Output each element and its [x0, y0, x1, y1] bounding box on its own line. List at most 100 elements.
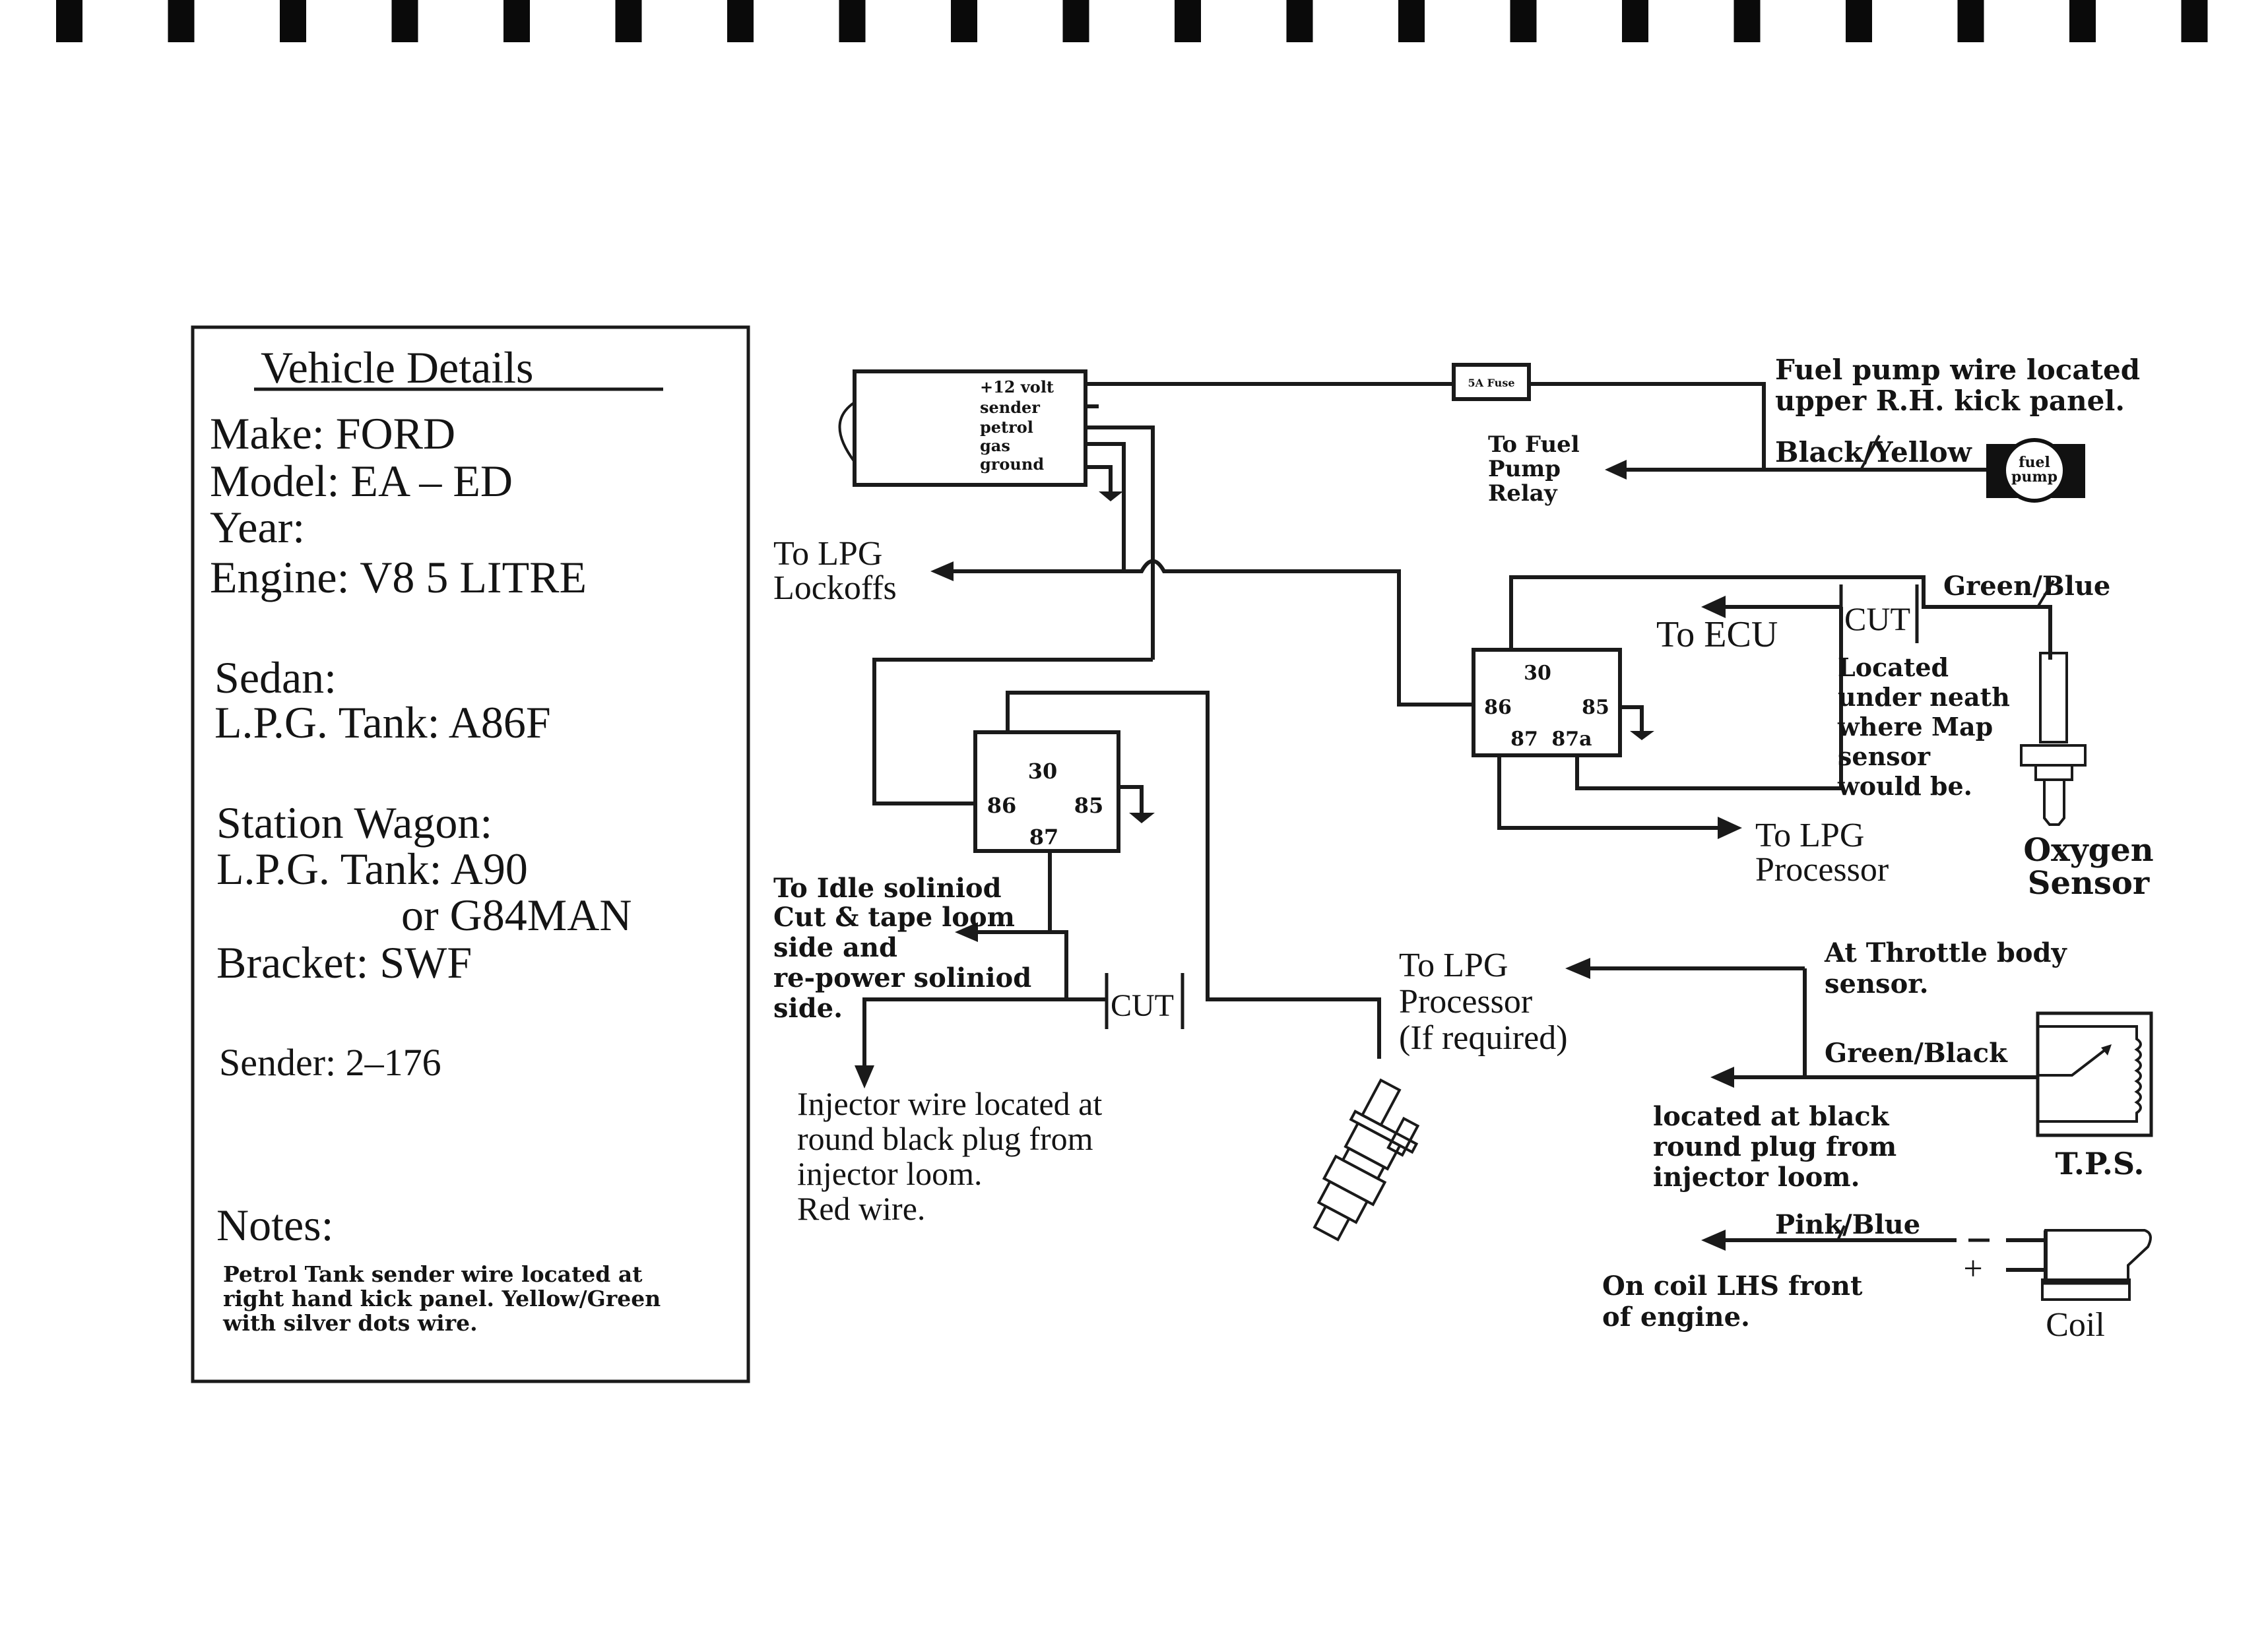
binder-hole — [168, 0, 195, 42]
binder-hole — [1286, 0, 1313, 42]
binder-hole — [280, 0, 306, 42]
to-lpg-processor: To LPG — [1755, 817, 1864, 854]
map-location-note: sensor — [1838, 741, 1931, 771]
tps-plug-note: located at black — [1653, 1101, 1890, 1132]
notes-heading: Notes: — [216, 1200, 334, 1250]
relay-pin-87: 87 — [1510, 728, 1538, 751]
tps-to-lpg-processor: (If required) — [1399, 1019, 1568, 1057]
leader-line — [1860, 435, 1881, 470]
year-field: Year: — [210, 502, 305, 552]
binder-hole — [56, 0, 82, 42]
fuel-pump-icon-label: fuel — [2019, 454, 2050, 471]
ground-icon — [1630, 731, 1654, 740]
map-location-note: would be. — [1837, 771, 1972, 801]
sender-pin-label: ground — [980, 455, 1044, 474]
sender-field: Sender: 2–176 — [219, 1041, 441, 1084]
relay-pin-30: 30 — [1028, 759, 1058, 784]
idle-solenoid-note: side and — [773, 932, 897, 963]
binder-hole — [1398, 0, 1425, 42]
binder-hole — [2069, 0, 2096, 42]
throttle-body-note: sensor. — [1825, 968, 1929, 999]
oxygen-sensor-label: Sensor — [2028, 865, 2150, 902]
sender-unit: +12 volt sender petrol gas ground — [838, 369, 1123, 501]
wire-petrol — [1085, 425, 1155, 660]
idle-relay-box — [973, 730, 1120, 853]
oxygen-sensor-label: Oxygen — [2023, 832, 2153, 869]
fuse-label: 5A Fuse — [1468, 377, 1514, 389]
oxygen-sensor-icon — [2020, 652, 2087, 826]
throttle-body-note: At Throttle body — [1824, 937, 2067, 968]
tps-to-lpg-processor: Processor — [1399, 983, 1532, 1021]
binder-holes — [56, 0, 2208, 42]
wire-87a-to-ecu — [1575, 607, 1843, 790]
wagon-tank-alt: or G84MAN — [401, 890, 632, 940]
binder-hole — [1622, 0, 1648, 42]
vehicle-details-border — [191, 325, 750, 1383]
fuel-pump-icon-label: pump — [2011, 468, 2057, 486]
wire-fuse-to-pump — [1529, 382, 1766, 470]
sender-plug-curve — [838, 401, 856, 463]
to-fuel-pump-relay: To Fuel — [1488, 431, 1580, 458]
wire-relay30-to-injector — [1006, 691, 1381, 1059]
notes-line: right hand kick panel. Yellow/Green — [223, 1286, 661, 1311]
wagon-heading: Station Wagon: — [216, 798, 492, 848]
ground-icon — [1129, 813, 1155, 823]
green-blue-wire-label: Green/Blue — [1943, 571, 2110, 602]
binder-hole — [1175, 0, 1201, 42]
sender-pin-label: sender — [980, 398, 1040, 417]
injector-icon — [1312, 1078, 1420, 1242]
to-fuel-pump-relay: Pump — [1488, 456, 1561, 482]
binder-hole — [1846, 0, 1872, 42]
leader-line — [2036, 579, 2055, 608]
wire-solenoid-loom — [1050, 930, 1105, 1001]
injector-note: Red wire. — [797, 1190, 925, 1227]
fuel-pump-note: Fuel pump wire located — [1775, 354, 2140, 386]
wagon-tank: L.P.G. Tank: A90 — [216, 844, 528, 894]
wire-87-to-processor — [1497, 755, 1722, 830]
binder-hole — [951, 0, 977, 42]
injector-note: injector loom. — [797, 1155, 983, 1192]
tps-plug-note: round plug from — [1653, 1131, 1896, 1162]
arrow-left-icon — [1565, 958, 1590, 979]
arrow-down-icon — [855, 1065, 874, 1088]
model-field: Model: EA – ED — [210, 456, 513, 506]
ecu-relay-ground-wire — [1620, 705, 1644, 731]
fuel-pump-note: upper R.H. kick panel. — [1775, 385, 2125, 417]
ground-icon — [1099, 491, 1123, 501]
tps-plug-note: injector loom. — [1653, 1162, 1860, 1193]
map-location-note: where Map — [1837, 712, 1993, 741]
ecu-cut-label: CUT — [1844, 600, 1910, 637]
engine-field: Engine: V8 5 LITRE — [210, 552, 587, 602]
sender-pin-label: gas — [980, 436, 1010, 455]
binder-hole — [1510, 0, 1537, 42]
binder-hole — [391, 0, 418, 42]
wire-gas — [1085, 442, 1126, 571]
idle-solenoid-note: To Idle soliniod — [773, 873, 1002, 904]
injector-note: round black plug from — [797, 1120, 1093, 1157]
relay-pin-30: 30 — [1524, 662, 1551, 685]
binder-hole — [2181, 0, 2208, 42]
ecu-relay: 30 86 85 87 87a — [1472, 648, 1622, 757]
fuse-box — [1452, 363, 1531, 401]
tps-icon — [2036, 1011, 2153, 1137]
notes-line: with silver dots wire. — [222, 1310, 478, 1336]
map-location-note: Located — [1838, 652, 1949, 682]
wire-petrol-to-idle-relay — [872, 658, 1153, 805]
sedan-heading: Sedan: — [214, 652, 337, 703]
binder-hole — [1957, 0, 1984, 42]
coil-plus-symbol: + — [1963, 1250, 1982, 1288]
idle-relay-ground-wire — [1118, 785, 1144, 813]
idle-solenoid-note: side. — [773, 993, 843, 1024]
coil-note: On coil LHS front — [1602, 1271, 1863, 1302]
to-lpg-lockoffs: Lockoffs — [773, 569, 897, 607]
map-location-note: under neath — [1838, 682, 2010, 712]
fuse-5a: 5A Fuse — [1452, 363, 1531, 401]
sender-ground-wire — [1085, 465, 1113, 491]
leader-line — [1836, 1225, 1846, 1241]
relay-pin-85: 85 — [1074, 793, 1104, 818]
idle-cut-label: CUT — [1111, 988, 1174, 1023]
sender-pin-label: +12 volt — [980, 377, 1054, 396]
wire-gas-lockoffs — [950, 559, 1474, 707]
make-field: Make: FORD — [210, 408, 455, 458]
